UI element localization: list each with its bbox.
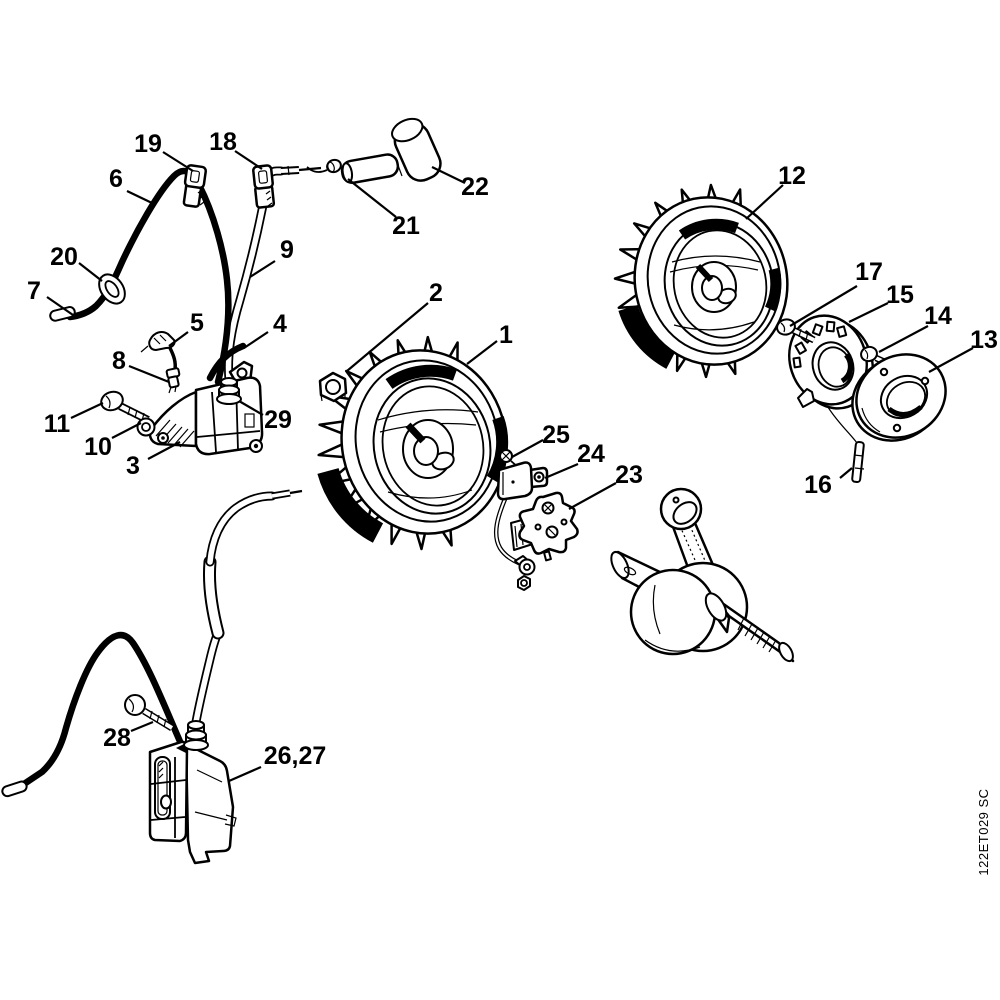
leader-3: [147, 441, 181, 460]
callout-3: 3: [126, 452, 140, 480]
leader-16: [839, 467, 853, 479]
screw-28: [124, 694, 174, 731]
grommet-26-boss: [183, 720, 209, 751]
crank-web-front: [629, 568, 717, 656]
callout-20: 20: [50, 243, 78, 271]
wire-terminal-7: [49, 306, 76, 322]
leader-8: [128, 364, 170, 384]
callouts: 1 2 3 4 5 6 7 8 9 10 11 12 13 14 15 16 1…: [27, 128, 998, 770]
spark-plug-boot-22: [340, 117, 442, 185]
contact-spring-5: [140, 331, 176, 353]
leader-11: [70, 402, 104, 419]
leader-15: [848, 302, 889, 323]
spring-clip-21: [306, 158, 342, 174]
ring-terminal: [514, 555, 536, 576]
flywheel-1-keyway: [405, 422, 426, 444]
leader-12: [745, 184, 784, 220]
leader-20: [78, 262, 103, 282]
right-shaft: [704, 592, 795, 663]
plate-code: 122ET029 SC: [976, 788, 991, 875]
pin-16: [851, 440, 865, 484]
leader-10: [111, 422, 142, 439]
wire-terminal-bottom: [1, 780, 28, 798]
flywheel-12-drawing: [613, 183, 789, 379]
starter-ring-15-assembly: [788, 314, 874, 444]
callout-17: 17: [855, 258, 883, 286]
leader-25: [511, 439, 544, 458]
callout-8: 8: [112, 347, 126, 375]
pawl: [797, 388, 815, 408]
leader-13: [928, 347, 974, 373]
callout-29: 29: [264, 406, 292, 434]
leader-28: [130, 720, 154, 733]
connector-8: [165, 367, 181, 394]
callout-5: 5: [190, 309, 204, 337]
ground-wire-26: [20, 631, 186, 788]
callout-21: 21: [392, 212, 420, 240]
trigger-unit-24-assembly: [493, 449, 579, 591]
leader-lines: [46, 150, 974, 783]
callout-7: 7: [27, 277, 41, 305]
nut-2-drawing: [318, 371, 348, 403]
leader-19: [162, 151, 194, 172]
leader-14: [878, 325, 929, 353]
leader-26-27: [228, 765, 262, 783]
trigger-coil-24: [496, 461, 549, 501]
leader-29: [238, 400, 264, 416]
flywheel-1-drawing: [317, 335, 509, 551]
leader-18: [234, 150, 263, 170]
leader-9: [249, 260, 276, 278]
leader-5: [168, 331, 189, 347]
callout-12: 12: [778, 162, 806, 190]
callout-26-27: 26,27: [264, 742, 327, 770]
clip-19: [182, 164, 208, 208]
callout-10: 10: [84, 433, 112, 461]
screw-17: [776, 318, 816, 344]
callout-16: 16: [804, 471, 832, 499]
callout-22: 22: [461, 173, 489, 201]
crankshaft-drawing: [610, 487, 795, 663]
leader-7: [46, 296, 74, 316]
callout-6: 6: [109, 165, 123, 193]
grommet-20: [98, 273, 126, 305]
leader-22: [431, 166, 466, 184]
callout-28: 28: [103, 724, 131, 752]
leader-17: [789, 285, 858, 327]
grommet-29: [216, 377, 242, 405]
callout-13: 13: [970, 326, 998, 354]
callout-9: 9: [280, 236, 294, 264]
flywheel-1-fin-shadow: [317, 467, 384, 543]
callout-4: 4: [273, 310, 287, 338]
cover-plate-13: [851, 353, 947, 442]
nut-small: [517, 575, 531, 591]
leader-24: [544, 462, 579, 480]
callout-2: 2: [429, 279, 443, 307]
callout-19: 19: [134, 130, 162, 158]
callout-18: 18: [209, 128, 237, 156]
washer-10: [136, 417, 156, 437]
leader-1: [466, 340, 498, 365]
leader-23: [568, 482, 617, 510]
clip-18: [252, 164, 276, 209]
carrier-23: [510, 491, 579, 562]
callout-23: 23: [615, 461, 643, 489]
leader-6: [126, 190, 153, 204]
ground-wire-4: [206, 342, 247, 382]
callout-14: 14: [924, 302, 952, 330]
callout-24: 24: [577, 440, 605, 468]
ignition-module-26-27: [148, 740, 237, 865]
screw-11: [100, 390, 150, 424]
ignition-module-3-assembly: [49, 165, 322, 456]
callout-11: 11: [44, 410, 71, 438]
callout-15: 15: [886, 281, 914, 309]
callout-1: 1: [499, 321, 513, 349]
callout-25: 25: [542, 421, 570, 449]
leader-2: [346, 302, 429, 372]
leader-4: [243, 331, 269, 349]
leader-21: [347, 178, 397, 218]
ignition-module-26-27-assembly: [1, 489, 303, 865]
short-circuit-wire-6: [66, 167, 232, 386]
